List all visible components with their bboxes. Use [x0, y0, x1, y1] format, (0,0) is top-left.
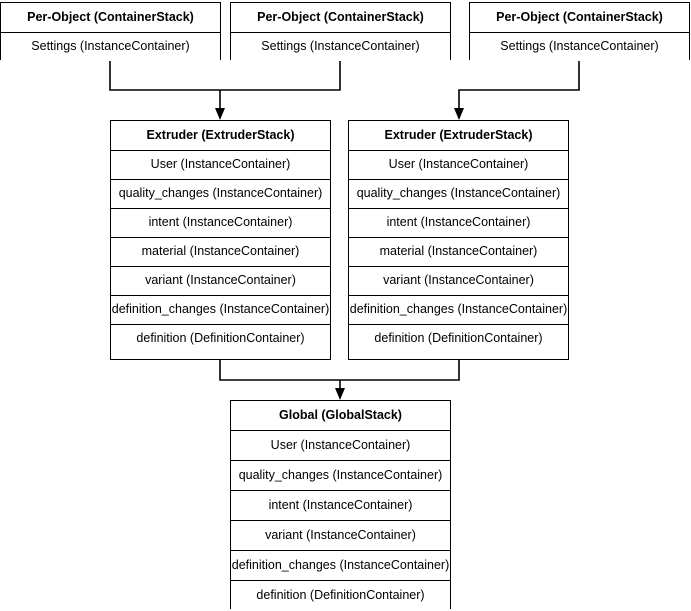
edge-per-object-3-to-extruder-2: [458, 60, 580, 113]
node-header: Extruder (ExtruderStack): [111, 121, 330, 150]
node-row: definition_changes (InstanceContainer): [111, 295, 330, 324]
node-row: Settings (InstanceContainer): [1, 32, 220, 61]
node-row: definition_changes (InstanceContainer): [231, 550, 450, 580]
node-row: quality_changes (InstanceContainer): [231, 460, 450, 490]
node-row: intent (InstanceContainer): [349, 208, 568, 237]
node-row: definition (DefinitionContainer): [231, 580, 450, 610]
node-row: User (InstanceContainer): [349, 150, 568, 179]
node-row: definition_changes (InstanceContainer): [349, 295, 568, 324]
node-row: material (InstanceContainer): [349, 237, 568, 266]
node-row: quality_changes (InstanceContainer): [111, 179, 330, 208]
node-header: Per-Object (ContainerStack): [231, 3, 450, 32]
node-row: User (InstanceContainer): [231, 430, 450, 460]
node-header: Per-Object (ContainerStack): [1, 3, 220, 32]
node-per-object-2[interactable]: Per-Object (ContainerStack) Settings (In…: [230, 2, 451, 61]
node-extruder-2[interactable]: Extruder (ExtruderStack) User (InstanceC…: [348, 120, 569, 360]
node-per-object-3[interactable]: Per-Object (ContainerStack) Settings (In…: [469, 2, 690, 61]
node-row: Settings (InstanceContainer): [470, 32, 689, 61]
node-extruder-1[interactable]: Extruder (ExtruderStack) User (InstanceC…: [110, 120, 331, 360]
node-header: Per-Object (ContainerStack): [470, 3, 689, 32]
node-row: definition (DefinitionContainer): [111, 324, 330, 353]
node-row: variant (InstanceContainer): [111, 266, 330, 295]
node-row: User (InstanceContainer): [111, 150, 330, 179]
node-header: Global (GlobalStack): [231, 401, 450, 430]
node-row: Settings (InstanceContainer): [231, 32, 450, 61]
arrow-head-global: [335, 388, 345, 400]
node-row: definition (DefinitionContainer): [349, 324, 568, 353]
arrow-head-extruder-2: [454, 108, 464, 120]
node-header: Extruder (ExtruderStack): [349, 121, 568, 150]
arrow-head-extruder-1: [215, 108, 225, 120]
edge-per-object-1-to-extruder-1: [109, 60, 341, 91]
node-global[interactable]: Global (GlobalStack) User (InstanceConta…: [230, 400, 451, 610]
node-row: variant (InstanceContainer): [349, 266, 568, 295]
node-row: intent (InstanceContainer): [231, 490, 450, 520]
node-row: material (InstanceContainer): [111, 237, 330, 266]
node-row: intent (InstanceContainer): [111, 208, 330, 237]
node-row: variant (InstanceContainer): [231, 520, 450, 550]
node-per-object-1[interactable]: Per-Object (ContainerStack) Settings (In…: [0, 2, 221, 61]
node-row: quality_changes (InstanceContainer): [349, 179, 568, 208]
edge-extruder-1-to-global: [219, 360, 460, 381]
